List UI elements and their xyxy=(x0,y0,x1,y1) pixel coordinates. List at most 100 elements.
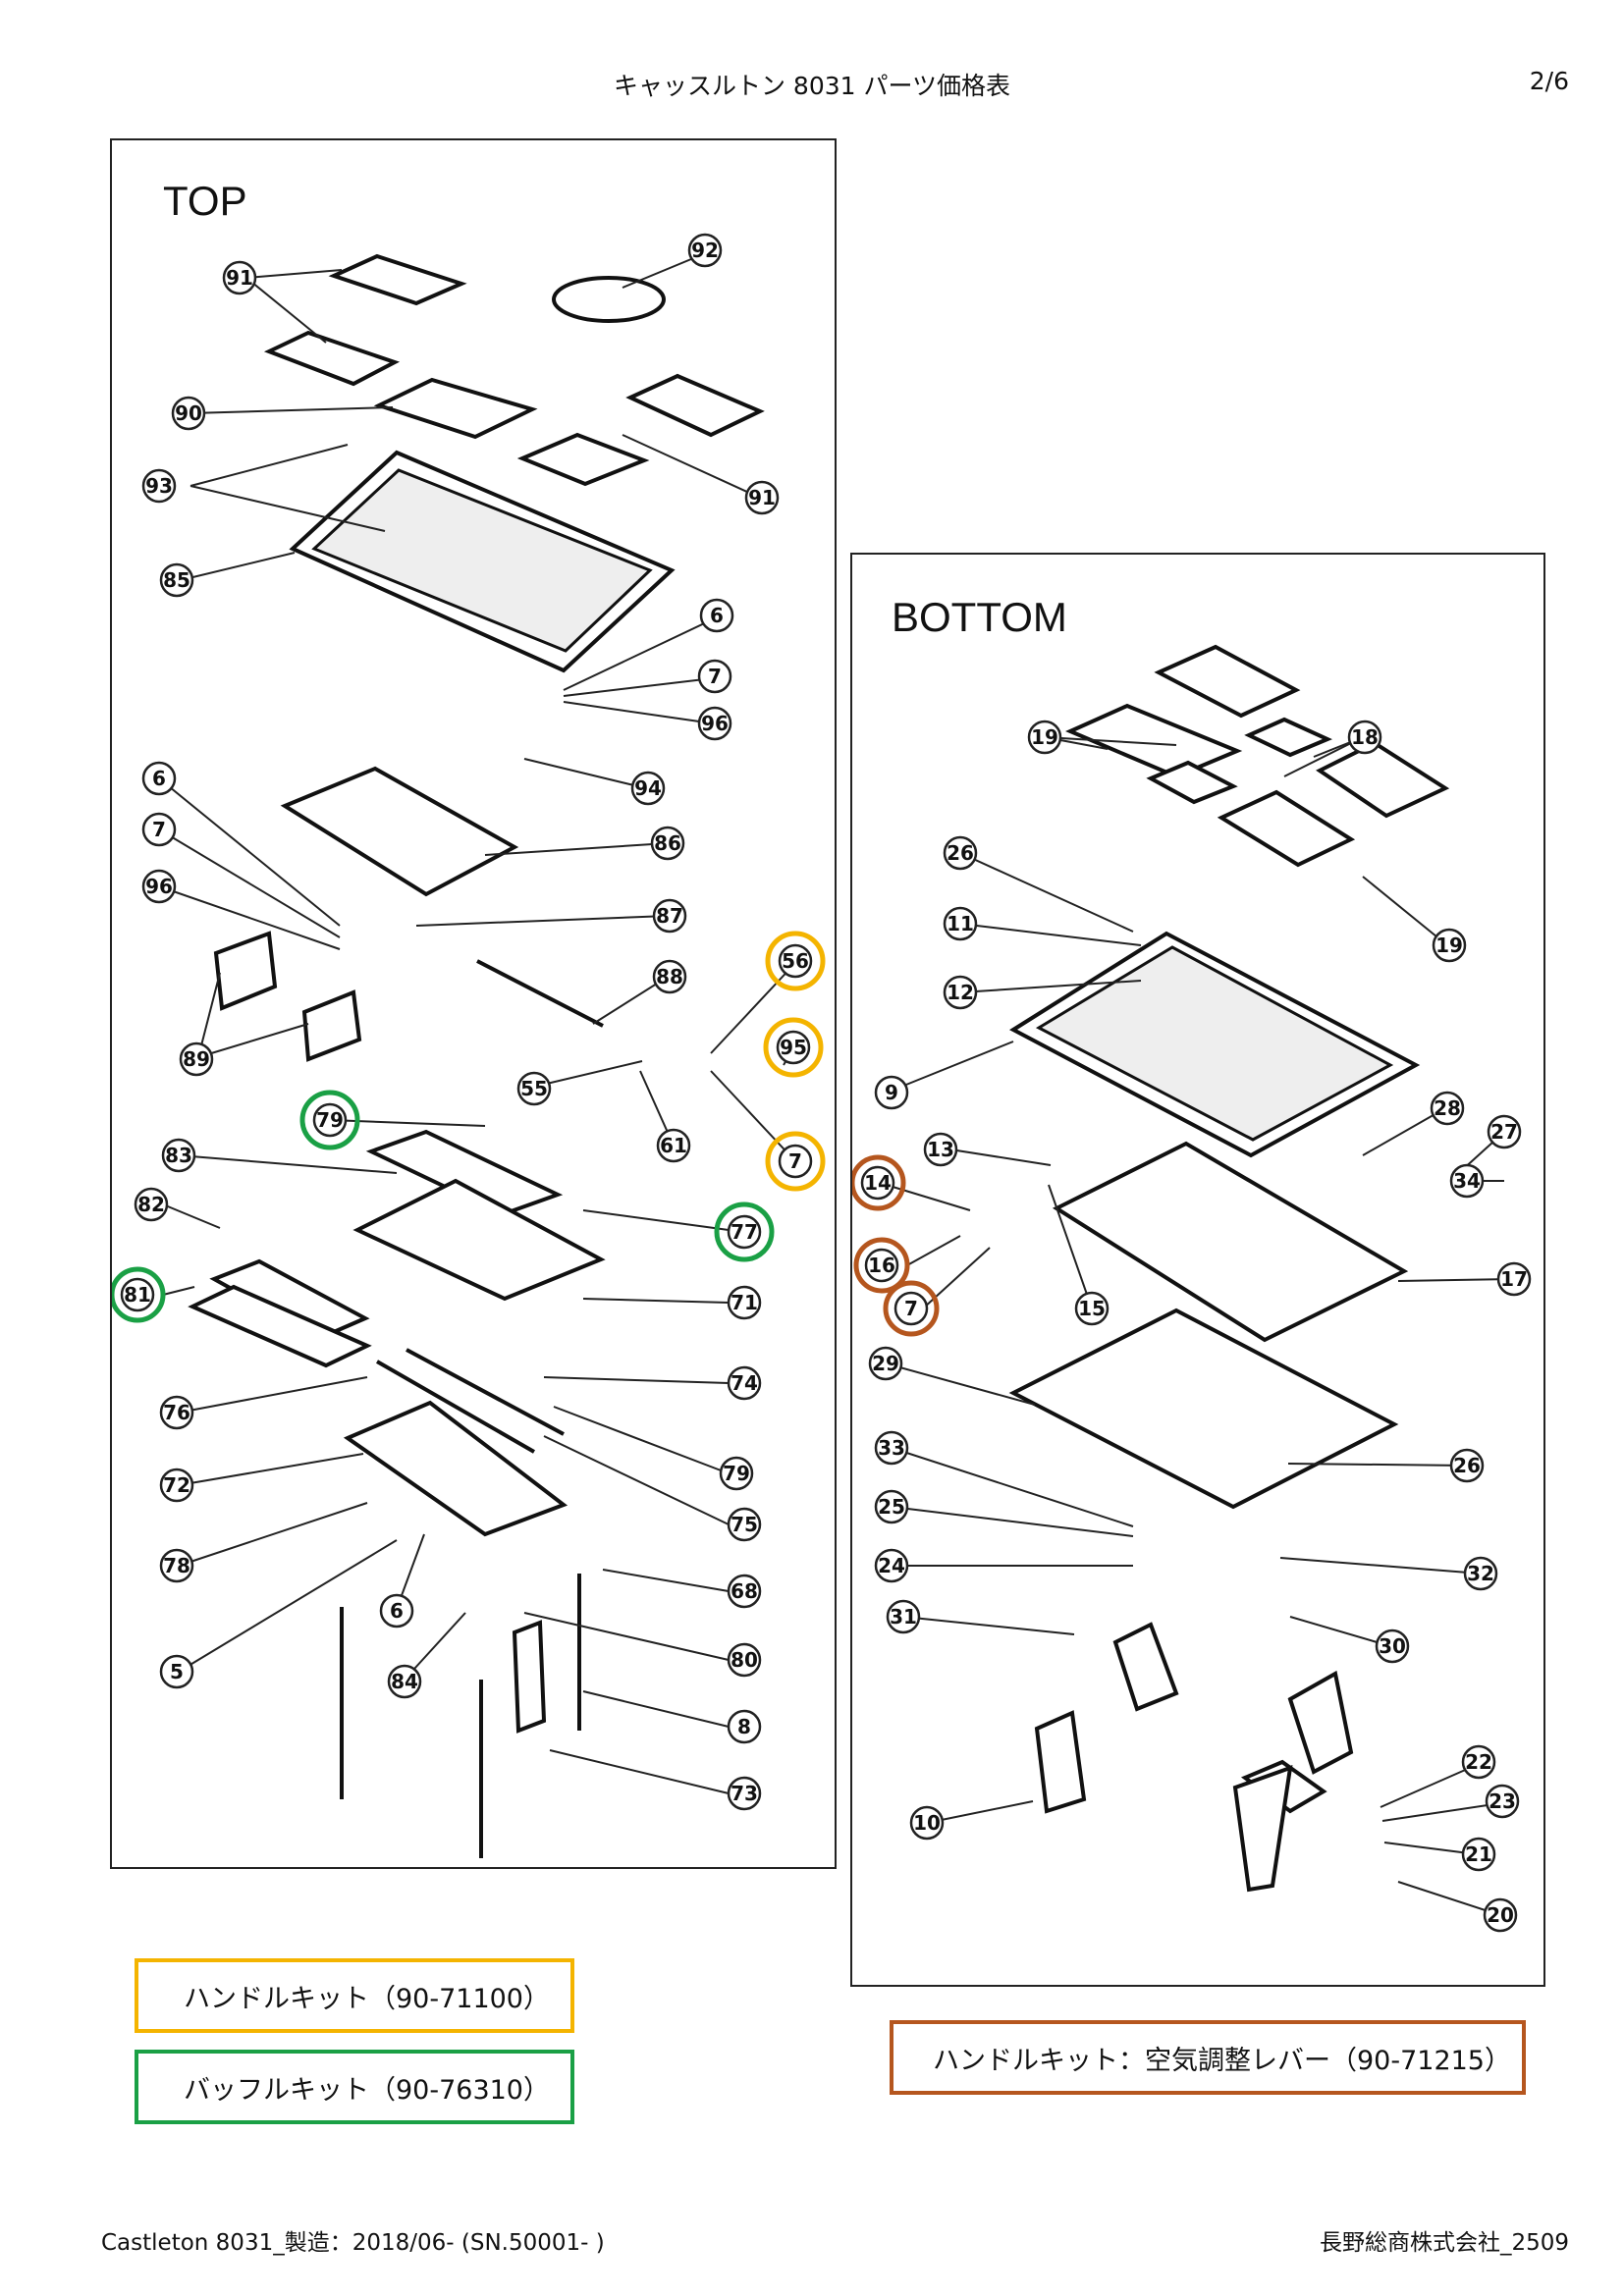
svg-text:80: 80 xyxy=(731,1648,758,1672)
footer-company: 長野総商株式会社_2509 xyxy=(1319,2230,1569,2256)
svg-text:79: 79 xyxy=(723,1462,750,1485)
bottom-diagram-panel: BOTTOM xyxy=(850,553,1545,1987)
callout-6: 6 xyxy=(699,598,734,633)
svg-text:25: 25 xyxy=(878,1495,905,1519)
callout-10: 10 xyxy=(909,1805,945,1841)
svg-text:20: 20 xyxy=(1487,1903,1514,1927)
top-leader-lines xyxy=(158,253,796,1794)
svg-text:86: 86 xyxy=(654,831,681,855)
svg-text:92: 92 xyxy=(691,239,719,262)
callout-78: 78 xyxy=(159,1548,194,1583)
callout-55: 55 xyxy=(516,1071,552,1106)
callout-13: 13 xyxy=(923,1132,958,1167)
svg-text:26: 26 xyxy=(947,841,974,865)
svg-text:24: 24 xyxy=(878,1554,905,1577)
svg-text:7: 7 xyxy=(708,665,722,688)
top-diagram-panel: TOP xyxy=(110,138,837,1869)
callout-30: 30 xyxy=(1375,1629,1410,1664)
svg-text:13: 13 xyxy=(927,1138,954,1161)
bottom-leader-lines xyxy=(879,736,1515,1916)
callout-20: 20 xyxy=(1483,1897,1518,1933)
svg-text:81: 81 xyxy=(124,1283,151,1307)
svg-text:91: 91 xyxy=(226,266,253,290)
callout-5: 5 xyxy=(159,1654,194,1689)
svg-text:6: 6 xyxy=(710,604,724,627)
callout-92: 92 xyxy=(687,233,723,268)
bottom-exploded-diagram: 19 18 26 11 19 12 9 28 13 27 14 34 16 17… xyxy=(852,644,1532,1933)
svg-text:83: 83 xyxy=(165,1144,192,1167)
svg-text:82: 82 xyxy=(137,1193,165,1216)
callout-16: 16 xyxy=(864,1248,899,1283)
svg-text:75: 75 xyxy=(731,1513,758,1536)
svg-text:12: 12 xyxy=(947,981,974,1004)
svg-text:16: 16 xyxy=(868,1254,895,1277)
callout-77: 77 xyxy=(727,1214,762,1250)
callout-6c: 6 xyxy=(379,1593,414,1629)
callout-87: 87 xyxy=(652,898,687,934)
callout-18: 18 xyxy=(1347,720,1382,755)
svg-text:19: 19 xyxy=(1435,934,1463,957)
callout-19b: 19 xyxy=(1432,928,1467,963)
callout-32: 32 xyxy=(1463,1556,1498,1591)
callout-95: 95 xyxy=(776,1030,811,1065)
svg-text:10: 10 xyxy=(913,1811,941,1835)
svg-text:27: 27 xyxy=(1490,1120,1518,1144)
svg-text:7: 7 xyxy=(788,1149,802,1173)
callout-11: 11 xyxy=(943,906,978,941)
svg-text:79: 79 xyxy=(316,1108,344,1132)
callout-22: 22 xyxy=(1461,1744,1496,1780)
top-exploded-diagram: 91 92 90 93 91 85 6 7 96 94 6 86 7 96 87… xyxy=(112,233,826,1858)
callout-26b: 26 xyxy=(1449,1448,1485,1483)
svg-text:6: 6 xyxy=(390,1599,404,1623)
bottom-parts xyxy=(1008,644,1450,1893)
callout-79: 79 xyxy=(312,1102,348,1138)
callout-80: 80 xyxy=(727,1642,762,1678)
bottom-callouts: 19 18 26 11 19 12 9 28 13 27 14 34 16 17… xyxy=(860,720,1532,1933)
svg-text:96: 96 xyxy=(701,712,729,735)
svg-text:93: 93 xyxy=(145,474,173,498)
callout-23: 23 xyxy=(1485,1784,1520,1819)
svg-text:7: 7 xyxy=(152,818,166,841)
svg-text:88: 88 xyxy=(656,965,683,988)
svg-text:7: 7 xyxy=(904,1297,918,1320)
page-title: キャッスルトン 8031 パーツ価格表 xyxy=(613,72,1011,100)
svg-text:87: 87 xyxy=(656,904,683,928)
callout-79b: 79 xyxy=(719,1456,754,1491)
callout-12: 12 xyxy=(943,975,978,1010)
svg-text:71: 71 xyxy=(731,1291,758,1314)
callout-26: 26 xyxy=(943,835,978,871)
svg-text:30: 30 xyxy=(1379,1634,1406,1658)
callout-71: 71 xyxy=(727,1285,762,1320)
svg-text:78: 78 xyxy=(163,1554,190,1577)
bottom-panel-label: BOTTOM xyxy=(892,594,1067,640)
svg-text:5: 5 xyxy=(170,1660,184,1683)
svg-text:18: 18 xyxy=(1351,725,1379,749)
callout-93: 93 xyxy=(141,468,177,504)
callout-89: 89 xyxy=(179,1041,214,1077)
callout-17: 17 xyxy=(1496,1261,1532,1297)
callout-68: 68 xyxy=(727,1574,762,1609)
svg-text:91: 91 xyxy=(748,486,776,509)
callout-34: 34 xyxy=(1449,1163,1485,1199)
callout-91: 91 xyxy=(222,260,257,295)
top-highlight-rings xyxy=(112,931,826,1323)
svg-text:29: 29 xyxy=(872,1352,899,1375)
callout-84: 84 xyxy=(387,1664,422,1699)
svg-text:22: 22 xyxy=(1465,1750,1492,1774)
callout-94: 94 xyxy=(630,771,666,806)
callout-83: 83 xyxy=(161,1138,196,1173)
callout-31: 31 xyxy=(886,1599,921,1634)
callout-76: 76 xyxy=(159,1395,194,1430)
callout-85: 85 xyxy=(159,562,194,598)
svg-text:8: 8 xyxy=(737,1715,751,1738)
page-number: 2/6 xyxy=(1529,67,1569,95)
top-parts xyxy=(188,253,765,1858)
callout-91b: 91 xyxy=(744,480,780,515)
svg-text:11: 11 xyxy=(947,912,974,935)
callout-28: 28 xyxy=(1430,1091,1465,1126)
top-callouts: 91 92 90 93 91 85 6 7 96 94 6 86 7 96 87… xyxy=(120,233,813,1811)
callout-29: 29 xyxy=(868,1346,903,1381)
callout-74: 74 xyxy=(727,1365,762,1401)
callout-33: 33 xyxy=(874,1430,909,1466)
svg-text:72: 72 xyxy=(163,1473,190,1497)
